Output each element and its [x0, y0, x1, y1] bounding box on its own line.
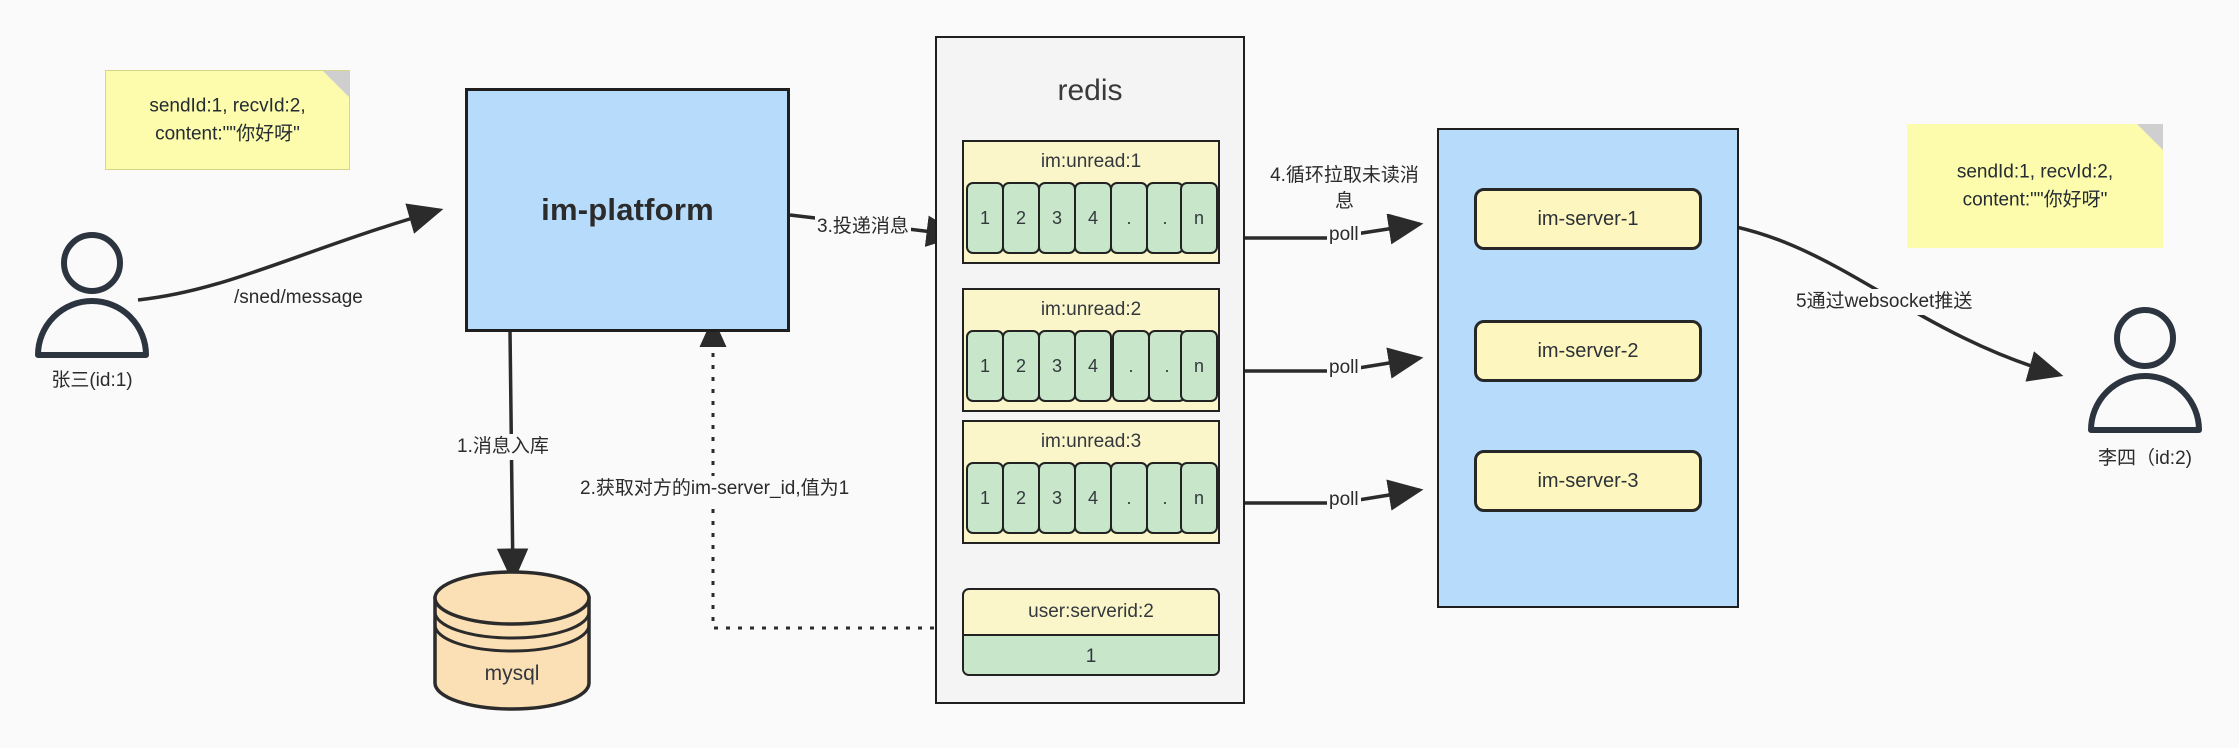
queue-cell[interactable]: 4: [1074, 462, 1112, 534]
mysql-node[interactable]: mysql: [435, 598, 589, 709]
redis-queue-2[interactable]: im:unread:3 1 2 3 4 . . n: [962, 420, 1220, 544]
queue-cell[interactable]: .: [1110, 182, 1148, 254]
queue-cell[interactable]: 1: [966, 330, 1004, 402]
im-server-2-node[interactable]: im-server-2: [1474, 320, 1702, 382]
note-right: sendId:1, recvId:2, content:""你好呀": [1907, 124, 2163, 248]
note-left-text: sendId:1, recvId:2, content:""你好呀": [149, 95, 306, 144]
redis-queue-0-cells: 1 2 3 4 . . n: [964, 182, 1218, 254]
im-platform-node[interactable]: im-platform: [465, 88, 790, 332]
im-platform-label: im-platform: [541, 192, 714, 227]
edge-step2: [699, 317, 958, 630]
queue-cell[interactable]: .: [1110, 462, 1148, 534]
queue-cell[interactable]: 2: [1002, 330, 1040, 402]
edge-label-step5: 5通过websocket推送: [1794, 289, 1975, 315]
queue-cell[interactable]: 4: [1074, 182, 1112, 254]
im-server-2-label: im-server-2: [1537, 339, 1639, 362]
im-server-1-label: im-server-1: [1537, 207, 1639, 230]
redis-queue-0[interactable]: im:unread:1 1 2 3 4 . . n: [962, 140, 1220, 264]
queue-cell[interactable]: n: [1180, 330, 1218, 402]
queue-cell[interactable]: 1: [966, 462, 1004, 534]
edge-label-step3: 3.投递消息: [815, 214, 911, 240]
receiver-user-icon: [2088, 307, 2202, 433]
im-server-3-label: im-server-3: [1537, 469, 1639, 492]
queue-cell[interactable]: 3: [1038, 462, 1076, 534]
mysql-label: mysql: [484, 662, 540, 686]
queue-cell[interactable]: 2: [1002, 462, 1040, 534]
queue-cell[interactable]: 3: [1038, 330, 1076, 402]
note-left: sendId:1, recvId:2, content:""你好呀": [105, 70, 350, 170]
redis-title: redis: [1057, 74, 1123, 107]
edge-label-send-message: /sned/message: [232, 285, 365, 311]
edge-label-step1: 1.消息入库: [455, 434, 551, 460]
redis-queue-1-cells: 1 2 3 4 . . n: [964, 330, 1218, 402]
redis-kv-key: user:serverid:2: [1028, 601, 1154, 622]
edge-label-poll-1: poll: [1327, 222, 1361, 248]
queue-cell[interactable]: 1: [966, 182, 1004, 254]
redis-queue-1-key: im:unread:2: [1040, 299, 1142, 320]
sender-label: 张三(id:1): [51, 370, 133, 391]
edge-label-step2: 2.获取对方的im-server_id,值为1: [578, 476, 852, 502]
queue-cell[interactable]: .: [1146, 182, 1184, 254]
note-fold-icon: [323, 71, 349, 97]
queue-cell[interactable]: .: [1112, 330, 1150, 402]
edge-poll-1: [1222, 213, 1424, 245]
redis-queue-0-key: im:unread:1: [1040, 151, 1142, 172]
redis-queue-2-key: im:unread:3: [1040, 431, 1142, 452]
redis-kv-value: 1: [964, 634, 1218, 674]
queue-cell[interactable]: .: [1148, 330, 1186, 402]
receiver-label: 李四（id:2): [2098, 448, 2192, 469]
edge-label-poll-2: poll: [1327, 355, 1361, 381]
edge-poll-3: [1222, 479, 1424, 511]
queue-cell[interactable]: .: [1146, 462, 1184, 534]
redis-kv-user-serverid[interactable]: user:serverid:2 1: [962, 588, 1220, 676]
note-right-text: sendId:1, recvId:2, content:""你好呀": [1956, 161, 2114, 210]
queue-cell[interactable]: 2: [1002, 182, 1040, 254]
edge-poll-2: [1222, 347, 1424, 379]
im-server-3-node[interactable]: im-server-3: [1474, 450, 1702, 512]
redis-queue-1[interactable]: im:unread:2 1 2 3 4 . . n: [962, 288, 1220, 412]
note-fold-icon: [2137, 124, 2163, 150]
queue-cell[interactable]: 4: [1074, 330, 1112, 402]
queue-cell[interactable]: n: [1180, 462, 1218, 534]
queue-cell[interactable]: 3: [1038, 182, 1076, 254]
im-server-1-node[interactable]: im-server-1: [1474, 188, 1702, 250]
redis-queue-2-cells: 1 2 3 4 . . n: [964, 462, 1218, 534]
edge-label-step4: 4.循环拉取未读消 息: [1255, 163, 1434, 215]
sender-user-icon: [35, 232, 149, 358]
edge-label-poll-3: poll: [1327, 487, 1361, 513]
queue-cell[interactable]: n: [1180, 182, 1218, 254]
